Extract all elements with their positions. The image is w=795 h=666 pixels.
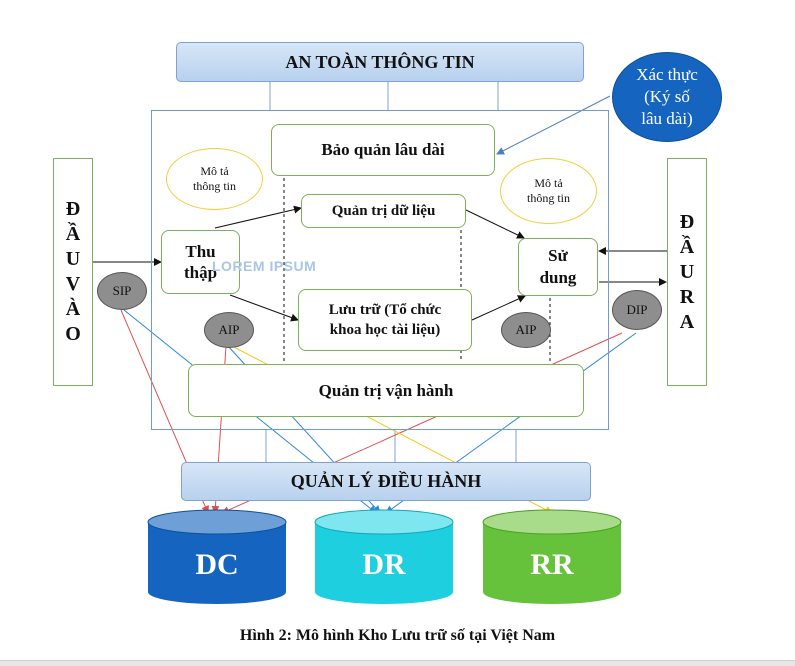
banner-quan-ly-dieu-hanh: QUẢN LÝ ĐIỀU HÀNH xyxy=(181,462,591,501)
database-dr xyxy=(314,509,454,604)
output-char-2: Ầ xyxy=(679,235,695,258)
input-char-1: Đ xyxy=(65,198,81,220)
archive-core-region xyxy=(151,110,609,430)
input-char-2: Ầ xyxy=(65,223,81,245)
arrow-thu-thap-to-luu-tru xyxy=(229,294,299,322)
aip-left-label: AIP xyxy=(218,322,240,337)
database-dc-label: DC xyxy=(195,548,239,581)
input-char-6: O xyxy=(65,323,81,345)
package-dip: DIP xyxy=(612,290,662,330)
input-char-5: À xyxy=(65,298,81,320)
database-group xyxy=(147,509,622,604)
arrow-thu-thap-to-quan-tri xyxy=(214,205,302,229)
output-char-4: R xyxy=(679,285,695,308)
box-quan-tri-van-hanh: Quản trị vận hành xyxy=(188,364,584,417)
side-bar-output: Đ Ầ U R A xyxy=(667,158,707,386)
database-dc xyxy=(147,509,287,604)
database-rr xyxy=(482,509,622,604)
note-left-line-1: Mô tả xyxy=(200,164,229,178)
aip-right-label: AIP xyxy=(515,322,537,337)
quan-tri-van-hanh-label: Quản trị vận hành xyxy=(318,380,454,400)
watermark-text: LOREM IPSUM xyxy=(212,258,317,274)
su-dung-line-1: Sử xyxy=(548,246,568,265)
database-rr-label: RR xyxy=(530,548,574,581)
side-bar-input: Đ Ầ U V À O xyxy=(53,158,93,386)
note-right-line-2: thông tin xyxy=(526,191,570,205)
database-dr-label: DR xyxy=(362,548,406,581)
arrow-luu-tru-to-su-dung xyxy=(471,295,526,321)
page-bottom-edge xyxy=(0,660,795,666)
auth-line-3: lâu dài) xyxy=(641,109,693,128)
box-quan-tri-du-lieu: Quản trị dữ liệu xyxy=(301,194,466,228)
luu-tru-line-1: Lưu trữ (Tổ chức xyxy=(328,302,442,318)
package-sip: SIP xyxy=(97,272,147,310)
box-luu-tru: Lưu trữ (Tổ chức khoa học tài liệu) xyxy=(298,289,472,351)
input-char-4: V xyxy=(65,273,81,295)
note-mo-ta-right: Mô tả thông tin xyxy=(500,158,597,224)
figure-caption: Hình 2: Mô hình Kho Lưu trữ số tại Việt … xyxy=(239,627,556,644)
package-aip-right: AIP xyxy=(501,312,551,348)
quan-tri-du-lieu-label: Quản trị dữ liệu xyxy=(331,202,436,219)
banner-bottom-label: QUẢN LÝ ĐIỀU HÀNH xyxy=(290,471,482,491)
output-char-5: A xyxy=(679,310,695,333)
input-char-3: U xyxy=(65,248,81,270)
box-bao-quan-lau-dai: Bảo quản lâu dài xyxy=(271,124,495,176)
output-char-1: Đ xyxy=(679,210,695,233)
bao-quan-label: Bảo quản lâu dài xyxy=(321,140,445,159)
arrow-auth-to-bao-quan xyxy=(496,95,611,155)
auth-line-2: (Ký số xyxy=(644,87,690,106)
note-mo-ta-left: Mô tả thông tin xyxy=(166,148,263,210)
box-su-dung: Sử dung xyxy=(518,238,598,296)
thu-thap-line-2: thập xyxy=(183,263,218,282)
su-dung-line-2: dung xyxy=(539,268,577,287)
auth-line-1: Xác thực xyxy=(636,65,698,84)
luu-tru-line-2: khoa học tài liệu) xyxy=(329,322,441,338)
box-thu-thap: Thu thập xyxy=(161,230,240,294)
note-right-line-1: Mô tả xyxy=(534,176,563,190)
auth-signature-circle: Xác thực (Ký số lâu dài) xyxy=(612,52,722,142)
output-char-3: U xyxy=(679,260,695,283)
dip-label: DIP xyxy=(626,302,648,317)
note-left-line-2: thông tin xyxy=(192,179,236,193)
banner-an-toan-thong-tin: AN TOÀN THÔNG TIN xyxy=(176,42,584,82)
sip-label: SIP xyxy=(112,283,132,298)
arrow-quan-tri-to-su-dung xyxy=(465,209,525,239)
package-aip-left: AIP xyxy=(204,312,254,348)
banner-top-label: AN TOÀN THÔNG TIN xyxy=(285,51,475,72)
thu-thap-line-1: Thu xyxy=(185,242,216,261)
